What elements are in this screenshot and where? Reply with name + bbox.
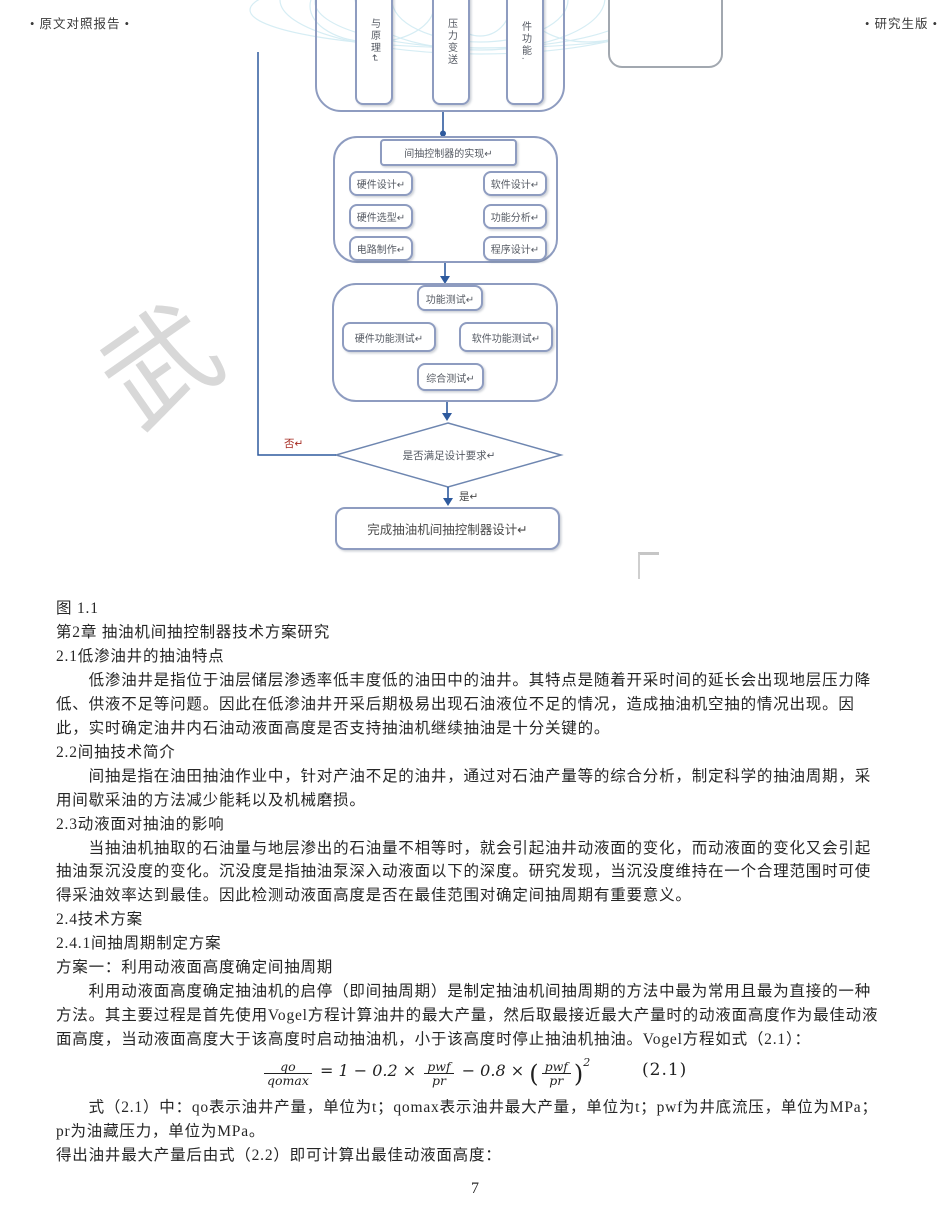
text-line: 利用动液面高度确定抽油机的启停（即间抽周期）是制定抽油机间抽周期的方法中最为常用… [56, 983, 872, 1001]
text-line: 2.3动液面对抽油的影响 [56, 815, 225, 833]
decision-diamond-label: 是否满足设计要求↵ [402, 450, 496, 462]
hardware-selection-box: 硬件选型↵ [349, 204, 413, 229]
header-left-label: • 原文对照报告 • [30, 17, 131, 31]
function-test-box: 功能测试↵ [417, 285, 483, 311]
circuit-making-box: 电路制作↵ [349, 236, 413, 261]
program-design-box: 程序设计↵ [483, 236, 547, 261]
header-right-label: • 研究生版 • [864, 17, 938, 31]
text-line: pr为油藏压力，单位为MPa。 [56, 1123, 266, 1141]
implementation-container [333, 136, 558, 263]
top-right-partial-box [608, 0, 723, 68]
text-line: 2.4.1间抽周期制定方案 [56, 935, 222, 953]
equation-number: (2.1) [642, 1060, 688, 1081]
text-lines-a: 图 1.1 第2章 抽油机间抽控制器技术方案研究 2.1低渗油井的抽油特点 低渗油井… [56, 597, 901, 1052]
testing-container [332, 283, 558, 402]
hardware-function-test-box: 硬件功能测试↵ [342, 322, 436, 352]
page-number: 7 [471, 1180, 479, 1197]
text-line: 低、供液不足等问题。因此在低渗油井开采后期极易出现石油液位不足的情况，造成抽油机… [56, 695, 855, 713]
stage-analysis-container [315, 0, 565, 112]
text-line: 方案一：利用动液面高度确定间抽周期 [56, 959, 334, 977]
hardware-design-box: 硬件设计↵ [349, 171, 413, 196]
document-body: 图 1.1 第2章 抽油机间抽控制器技术方案研究 2.1低渗油井的抽油特点 低渗油井… [56, 597, 901, 1168]
text-line: 得出油井最大产量后由式（2.2）即可计算出最佳动液面高度： [56, 1147, 502, 1165]
text-line: 间抽是指在油田抽油作业中，针对产油不足的油井，通过对石油产量等的综合分析，制定科… [56, 767, 872, 785]
analysis-item-2: 压力变送 [432, 0, 470, 105]
text-lines-b: 式（2.1）中：qo表示油井产量，单位为t；qomax表示油井最大产量，单位为t… [56, 1096, 901, 1168]
text-line: 2.4技术方案 [56, 911, 143, 929]
text-line: 方法。其主要过程是首先使用Vogel方程计算油井的最大产量，然后取最接近最大产量… [56, 1007, 879, 1025]
text-line: 得采油效率达到最佳。因此检测动液面高度是否在最佳范围对确定间抽周期有重要意义。 [56, 887, 692, 905]
text-line: 2.1低渗油井的抽油特点 [56, 647, 225, 665]
analysis-item-1: 与原理↵ [355, 0, 393, 105]
function-analysis-box: 功能分析↵ [483, 204, 547, 229]
final-step-box: 完成抽油机间抽控制器设计↵ [335, 507, 560, 550]
comprehensive-test-box: 综合测试↵ [417, 363, 484, 391]
text-line: 此，实时确定油井内石油动液面高度是否支持抽油机继续抽油是十分关键的。 [56, 719, 611, 737]
text-line: 式（2.1）中：qo表示油井产量，单位为t；qomax表示油井最大产量，单位为t… [56, 1099, 878, 1117]
flowchart: 与原理↵ 压力变送 件功能. 间抽控制器的实现↵ 硬件设计↵ 硬件选型↵ 电路制… [257, 0, 723, 579]
corner-mark [638, 552, 659, 579]
text-line: 图 1.1 [56, 600, 99, 617]
text-line: 2.2间抽技术简介 [56, 743, 176, 761]
text-line: 面高度，当动液面高度大于该高度时启动抽油机，小于该高度时停止抽油机抽油。Voge… [56, 1031, 811, 1049]
text-line: 用间歇采油的方法减少能耗以及机械磨损。 [56, 791, 366, 809]
yes-branch-label: 是↵ [459, 491, 479, 503]
text-line: 抽油泵沉没度的变化。沉没度是指抽油泵深入动液面以下的深度。研究发现，当沉没度维持… [56, 863, 872, 881]
analysis-item-3: 件功能. [506, 0, 544, 105]
text-line: 第2章 抽油机间抽控制器技术方案研究 [56, 623, 331, 641]
no-branch-label: 否↵ [284, 438, 304, 450]
text-line: 低渗油井是指位于油层储层渗透率低丰度低的油田中的油井。其特点是随着开采时间的延长… [56, 671, 872, 689]
software-design-box: 软件设计↵ [483, 171, 547, 196]
implementation-title-box: 间抽控制器的实现↵ [380, 139, 517, 166]
software-function-test-box: 软件功能测试↵ [459, 322, 553, 352]
text-line: 当抽油机抽取的石油量与地层渗出的石油量不相等时，就会引起油井动液面的变化，而动液… [56, 839, 872, 857]
